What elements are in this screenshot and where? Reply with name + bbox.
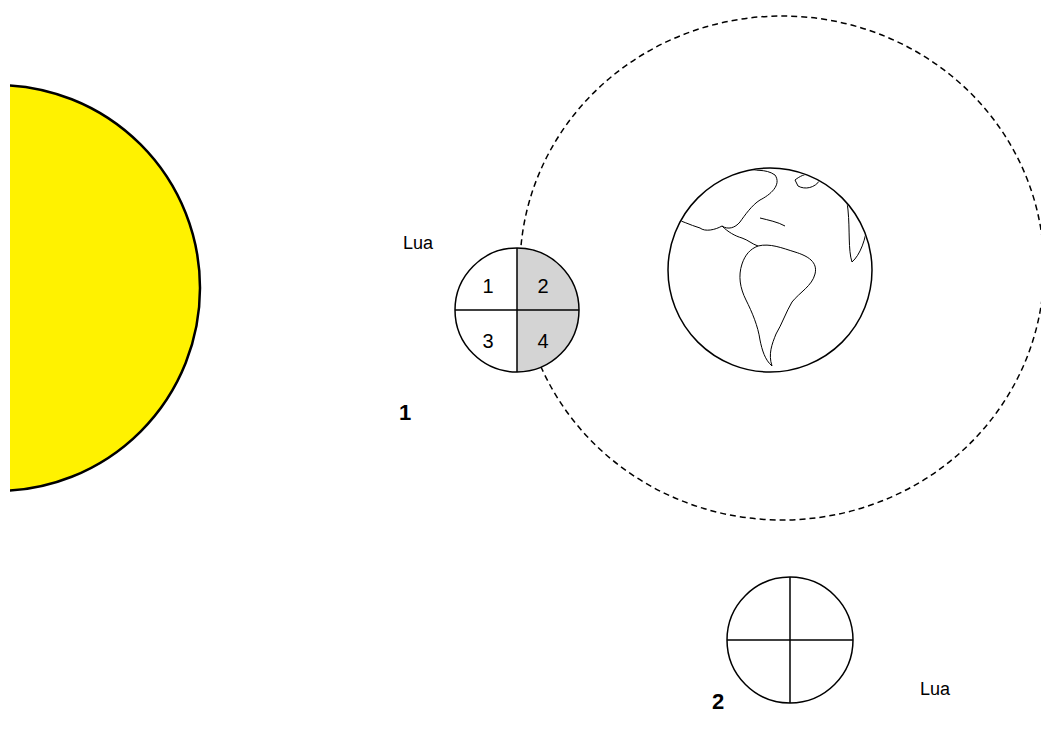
moon-label: Lua [920,680,950,698]
quadrant-number: 2 [537,276,548,296]
moon-orbit [520,16,1041,520]
moon-quadrants: 1 2 3 4 [454,247,580,373]
moon-position-2 [727,577,853,703]
earth [668,164,872,372]
position-number: 2 [712,691,724,713]
divider [455,309,579,311]
moon-circle [455,248,579,372]
moon-outline [454,247,580,373]
position-number: 1 [399,402,411,424]
quadrant-number: 4 [537,331,548,351]
moon-label: Lua [403,234,433,252]
quadrant-number: 3 [482,331,493,351]
sun [10,85,200,491]
quadrant-number: 1 [482,276,493,296]
